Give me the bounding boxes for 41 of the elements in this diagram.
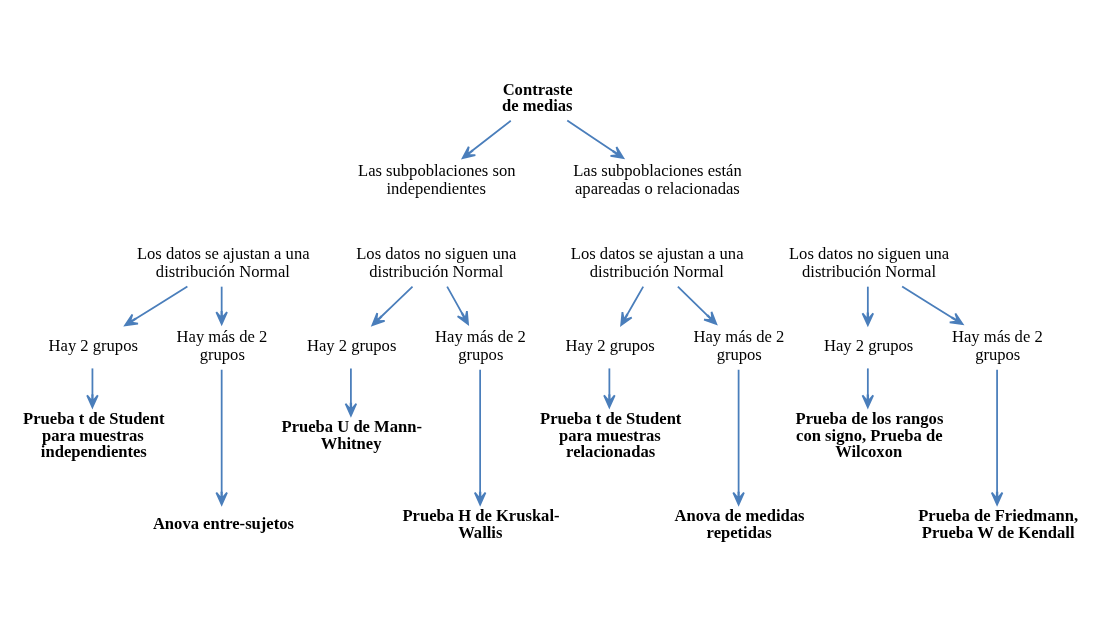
node-text: Hay 2 grupos [823, 336, 914, 356]
arrow [371, 285, 414, 327]
node-text: Las subpoblaciones son independientes [358, 161, 516, 199]
node-text: Las subpoblaciones están apareadas o relacionadas [573, 161, 742, 199]
arrow [732, 368, 745, 506]
arrow [603, 367, 616, 409]
node-text: Prueba t de Student para muestras independientes [23, 409, 165, 462]
node-text: Prueba U de Mann-Whitney [281, 417, 422, 454]
node-text: Hay más de 2 grupos [693, 327, 785, 365]
node-text: Hay más de 2 grupos [176, 327, 268, 365]
arrow [901, 285, 964, 326]
arrow [215, 285, 228, 325]
node-text: Anova de medidas repetidas [674, 506, 805, 543]
arrow [215, 368, 228, 506]
arrow [620, 285, 645, 327]
node-text: Los datos no siguen una distribución Normal [789, 244, 950, 282]
arrow [124, 285, 189, 327]
node-text: Prueba H de Kruskal-Wallis [402, 506, 560, 543]
node-text: Hay 2 grupos [307, 336, 397, 356]
arrow [566, 119, 625, 159]
arrow [86, 367, 99, 409]
node-text: Los datos se ajustan a una distribución Normal [136, 244, 310, 282]
arrow [446, 285, 469, 325]
arrow [676, 285, 718, 325]
arrow [473, 368, 487, 506]
node-text: Hay 2 grupos [48, 336, 138, 356]
node-text: Hay más de 2 grupos [952, 327, 1043, 365]
node-text: Hay 2 grupos [565, 336, 655, 356]
node-text: Prueba de Friedmann, Prueba W de Kendall [918, 506, 1079, 543]
arrow [861, 285, 875, 327]
arrow [861, 367, 875, 409]
node-text: Hay más de 2 grupos [435, 327, 526, 365]
node-text: Los datos no siguen una distribución Normal [356, 244, 517, 282]
node-text: Prueba t de Student para muestras relacionadas [540, 409, 682, 462]
node-text: Anova entre-sujetos [152, 514, 294, 534]
arrow [344, 367, 358, 417]
arrow [990, 368, 1004, 506]
arrow [461, 119, 512, 160]
node-text: Contraste de medias [502, 79, 573, 116]
node-text: Prueba de los rangos con signo, Prueba de Wilcoxon [795, 409, 944, 462]
node-text: Los datos se ajustan a una distribución Normal [570, 244, 744, 282]
